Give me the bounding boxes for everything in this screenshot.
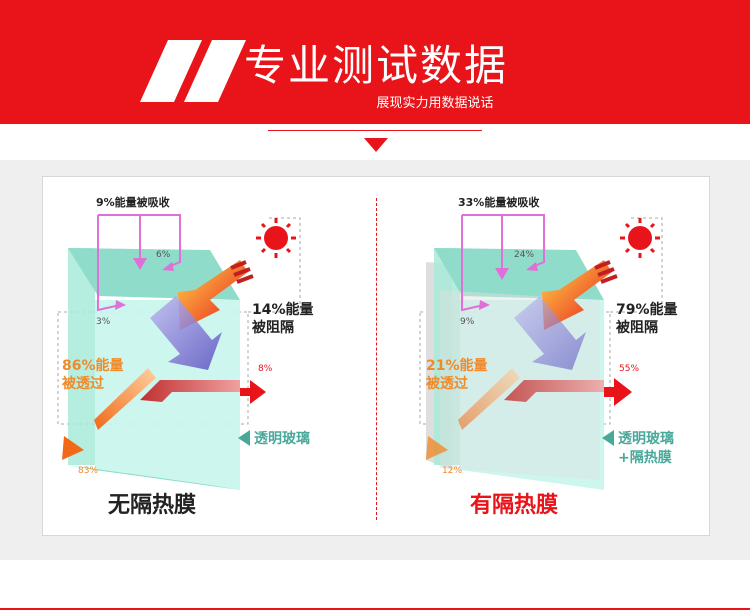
down-triangle-icon [364,138,388,152]
absorbed-label-right: 33%能量被吸收 [458,196,540,209]
transmitted-label-right: 21%能量 [426,358,488,374]
sun-icon [620,218,660,258]
sun-icon [256,218,296,258]
right-diagram [419,214,663,490]
transmitted-label-right-2: 被透过 [426,376,468,392]
glass-film-label-right: +隔热膜 [618,450,672,466]
caption-left: 无隔热膜 [108,493,197,518]
transmitted-arrow [94,368,156,430]
absorbed-arrow [150,296,222,370]
glass-side [68,248,95,465]
pct-24-label: 24% [514,250,535,260]
pct-6-label: 6% [156,250,171,260]
incoming-beam [178,260,248,330]
left-diagram [57,214,301,490]
slash-stripes-icon [140,40,246,102]
pct-9-label: 9% [460,317,475,327]
panel-divider [376,198,377,520]
glass-label-left: 透明玻璃 [254,431,310,447]
separator-line [268,130,482,131]
blocked-label-left-2: 被阻隔 [252,320,294,336]
glass-top [68,248,240,300]
blocked-label-left: 14%能量 [252,302,314,318]
blocked-pct-left: 8% [258,364,273,374]
transmitted-pct-left: 83% [78,466,99,476]
blocked-label-right: 79%能量 [616,302,678,318]
glass-label-right: 透明玻璃 [618,431,674,447]
heat-rays-icon [594,260,618,284]
transmitted-label-left-2: 被透过 [62,376,104,392]
transmitted-pct-right: 12% [442,466,463,476]
heat-rays-icon [230,260,254,284]
header-banner [0,0,750,124]
page-title: 专业测试数据 [244,41,509,90]
reflected-arrow [140,380,240,402]
transmitted-label-left: 86%能量 [62,358,124,374]
blocked-pct-right: 55% [619,364,640,374]
pct-3-label: 3% [96,317,111,327]
caption-right: 有隔热膜 [470,493,559,518]
bottom-rule [0,608,750,610]
absorbed-label-left: 9%能量被吸收 [96,196,170,209]
blocked-label-right-2: 被阻隔 [616,320,658,336]
page-subtitle: 展现实力用数据说话 [376,96,494,111]
